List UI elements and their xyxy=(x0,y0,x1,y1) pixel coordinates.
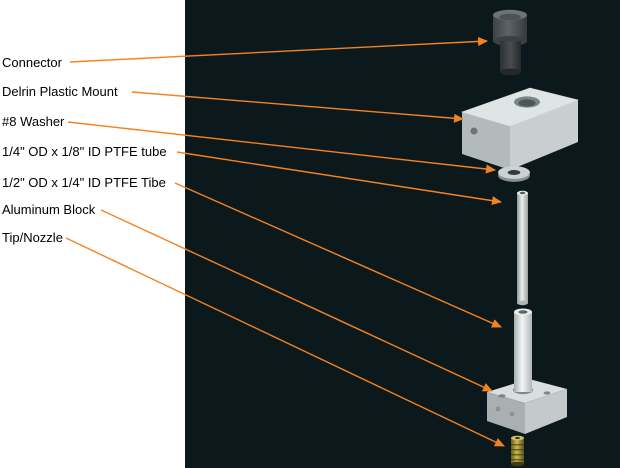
arrow-tip-nozzle xyxy=(65,237,505,447)
washer-hole xyxy=(507,170,521,175)
arrow-ptfe-tube-quarter xyxy=(176,151,502,206)
label-connector: Connector xyxy=(2,55,62,70)
tip-nozzle-part xyxy=(511,435,524,467)
label-tip-nozzle: Tip/Nozzle xyxy=(2,230,63,245)
block-front-hole xyxy=(495,406,501,412)
label-ptfe-tube-half: 1/2" OD x 1/4" ID PTFE Tibe xyxy=(2,175,166,190)
label-delrin-plastic-mount: Delrin Plastic Mount xyxy=(2,84,118,99)
block-top-hole xyxy=(498,394,506,398)
ptfe-tube-half-part xyxy=(514,308,532,392)
washer-part xyxy=(498,166,530,182)
leader-arrows xyxy=(65,36,505,447)
ptfe-tube-quarter-part xyxy=(517,190,528,306)
mount-side-hole xyxy=(470,127,478,135)
connector-part xyxy=(493,9,527,76)
aluminum-block-part xyxy=(487,379,567,434)
block-front-hole-2 xyxy=(509,411,515,417)
delrin-mount-part xyxy=(460,87,580,170)
arrow-washer xyxy=(67,121,496,174)
arrow-aluminum-block xyxy=(100,209,493,392)
block-top-hole-2 xyxy=(543,391,551,395)
label-washer: #8 Washer xyxy=(2,114,65,129)
nozzle-hole xyxy=(515,437,520,439)
arrow-ptfe-tube-half xyxy=(174,182,502,328)
arrow-connector xyxy=(69,36,488,63)
arrow-delrin-mount xyxy=(131,91,464,123)
label-ptfe-tube-quarter: 1/4" OD x 1/8" ID PTFE tube xyxy=(2,144,167,159)
label-aluminum-block: Aluminum Block xyxy=(2,202,96,217)
